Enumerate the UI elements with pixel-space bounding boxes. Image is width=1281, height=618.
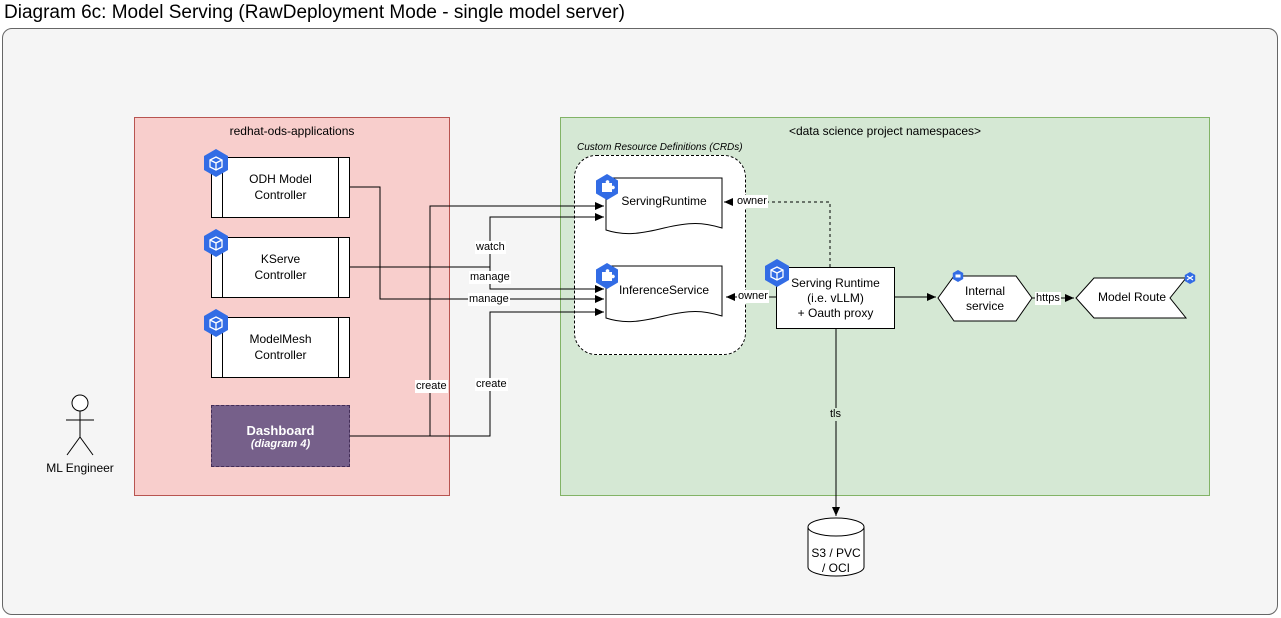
edge-label-owner-1: owner (736, 195, 768, 208)
storage-line-2: / OCI (821, 561, 850, 575)
edge-label-owner-2: owner (737, 290, 769, 303)
modelmesh-controller-label-2: Controller (254, 347, 307, 362)
edge-label-create-2: create (475, 378, 508, 391)
serving-runtime-crd-puzzle-icon (596, 174, 618, 200)
project-namespaces-label: <data science project namespaces> (788, 124, 982, 138)
edge-label-tls: tls (829, 408, 842, 421)
serving-runtime-pod-k8s-icon (765, 259, 789, 287)
crds-label: Custom Resource Definitions (CRDs) (577, 142, 743, 153)
odh-controller-label-1: ODH Model (249, 171, 312, 186)
internal-service-line-1: Internal (964, 284, 1006, 298)
ml-engineer-label: ML Engineer (46, 461, 114, 475)
serving-runtime-crd-label: ServingRuntime (621, 194, 707, 208)
inference-service-crd-shape (605, 265, 723, 323)
kserve-controller-label-2: Controller (254, 267, 307, 282)
model-route-ingress-icon (1184, 272, 1196, 284)
internal-service-shape (937, 275, 1033, 322)
modelmesh-controller-label-1: ModelMesh (249, 331, 312, 346)
storage-cylinder-top (807, 517, 865, 537)
modelmesh-controller[interactable]: ModelMesh Controller (211, 317, 350, 378)
odh-model-controller[interactable]: ODH Model Controller (211, 157, 350, 218)
storage-label: S3 / PVC / OCI (808, 546, 864, 576)
internal-service-label: Internal service (938, 284, 1032, 314)
dashboard-label: Dashboard (246, 422, 315, 438)
dashboard-box[interactable]: Dashboard (diagram 4) (211, 405, 350, 467)
edge-label-watch: watch (475, 241, 506, 254)
odh-controller-k8s-icon (204, 149, 228, 177)
kserve-controller-k8s-icon (204, 229, 228, 257)
storage-cylinder-shape (807, 527, 865, 577)
internal-service-line-2: service (965, 299, 1004, 313)
modelmesh-controller-k8s-icon (204, 309, 228, 337)
edge-label-https: https (1035, 292, 1061, 305)
serving-runtime-crd-shape (605, 177, 723, 235)
serving-runtime-pod[interactable]: Serving Runtime (i.e. vLLM) + Oauth prox… (776, 267, 895, 329)
diagram-title: Diagram 6c: Model Serving (RawDeployment… (4, 2, 625, 23)
ml-engineer-actor (66, 394, 94, 456)
dashboard-sublabel: (diagram 4) (250, 437, 311, 450)
edge-label-manage-1: manage (469, 271, 511, 284)
edge-label-create-1: create (415, 380, 448, 393)
inference-service-crd-puzzle-icon (596, 263, 618, 289)
server-line-1: Serving Runtime (791, 275, 880, 290)
server-line-2: (i.e. vLLM) (807, 290, 864, 305)
odh-controller-label-2: Controller (254, 187, 307, 202)
kserve-controller[interactable]: KServe Controller (211, 237, 350, 298)
model-route-label: Model Route (1097, 290, 1167, 304)
server-line-3: + Oauth proxy (797, 305, 874, 320)
storage-line-1: S3 / PVC (811, 546, 861, 560)
kserve-controller-label-1: KServe (260, 251, 301, 266)
edge-label-manage-2: manage (468, 293, 510, 306)
internal-service-svc-icon (952, 270, 964, 282)
applications-namespace-label: redhat-ods-applications (229, 124, 355, 138)
inference-service-crd-label: InferenceService (618, 283, 710, 297)
